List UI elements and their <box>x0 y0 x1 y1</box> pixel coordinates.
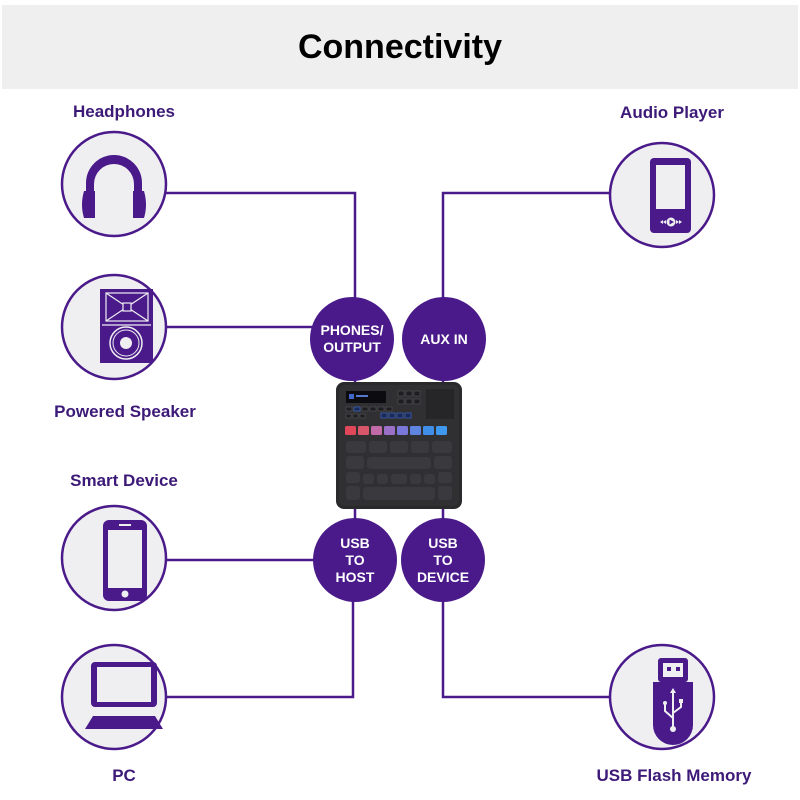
line-audio-player <box>441 191 611 300</box>
pad-row <box>345 426 447 435</box>
port-usb-to-device: USB TO DEVICE <box>401 518 485 602</box>
speaker-grille <box>426 389 454 419</box>
label-smart-device: Smart Device <box>70 471 178 490</box>
line-headphones <box>166 191 357 300</box>
audio-player-icon <box>650 158 691 233</box>
smartphone-icon <box>103 520 147 601</box>
instrument-unit <box>336 382 462 509</box>
line-usb-flash <box>441 600 611 699</box>
laptop-icon <box>85 662 163 729</box>
label-headphones: Headphones <box>72 102 176 121</box>
speaker-icon <box>100 289 153 363</box>
port-usb-to-host: USB TO HOST <box>313 518 397 602</box>
page-title: Connectivity <box>297 27 503 66</box>
headphones-icon <box>82 155 146 218</box>
title-banner: Connectivity <box>2 5 798 89</box>
port-aux-in: AUX IN <box>402 297 486 381</box>
headphones-circle <box>60 130 168 238</box>
label-pc: PC <box>112 766 136 785</box>
line-pc <box>166 600 355 699</box>
usb-drive-icon <box>653 658 693 745</box>
label-powered-speaker: Powered Speaker <box>54 402 196 421</box>
label-audio-player: Audio Player <box>620 103 724 122</box>
port-phones-output: PHONES/ OUTPUT <box>310 297 394 381</box>
label-usb-flash-memory: USB Flash Memory <box>596 766 752 785</box>
touch-surface <box>346 441 452 500</box>
